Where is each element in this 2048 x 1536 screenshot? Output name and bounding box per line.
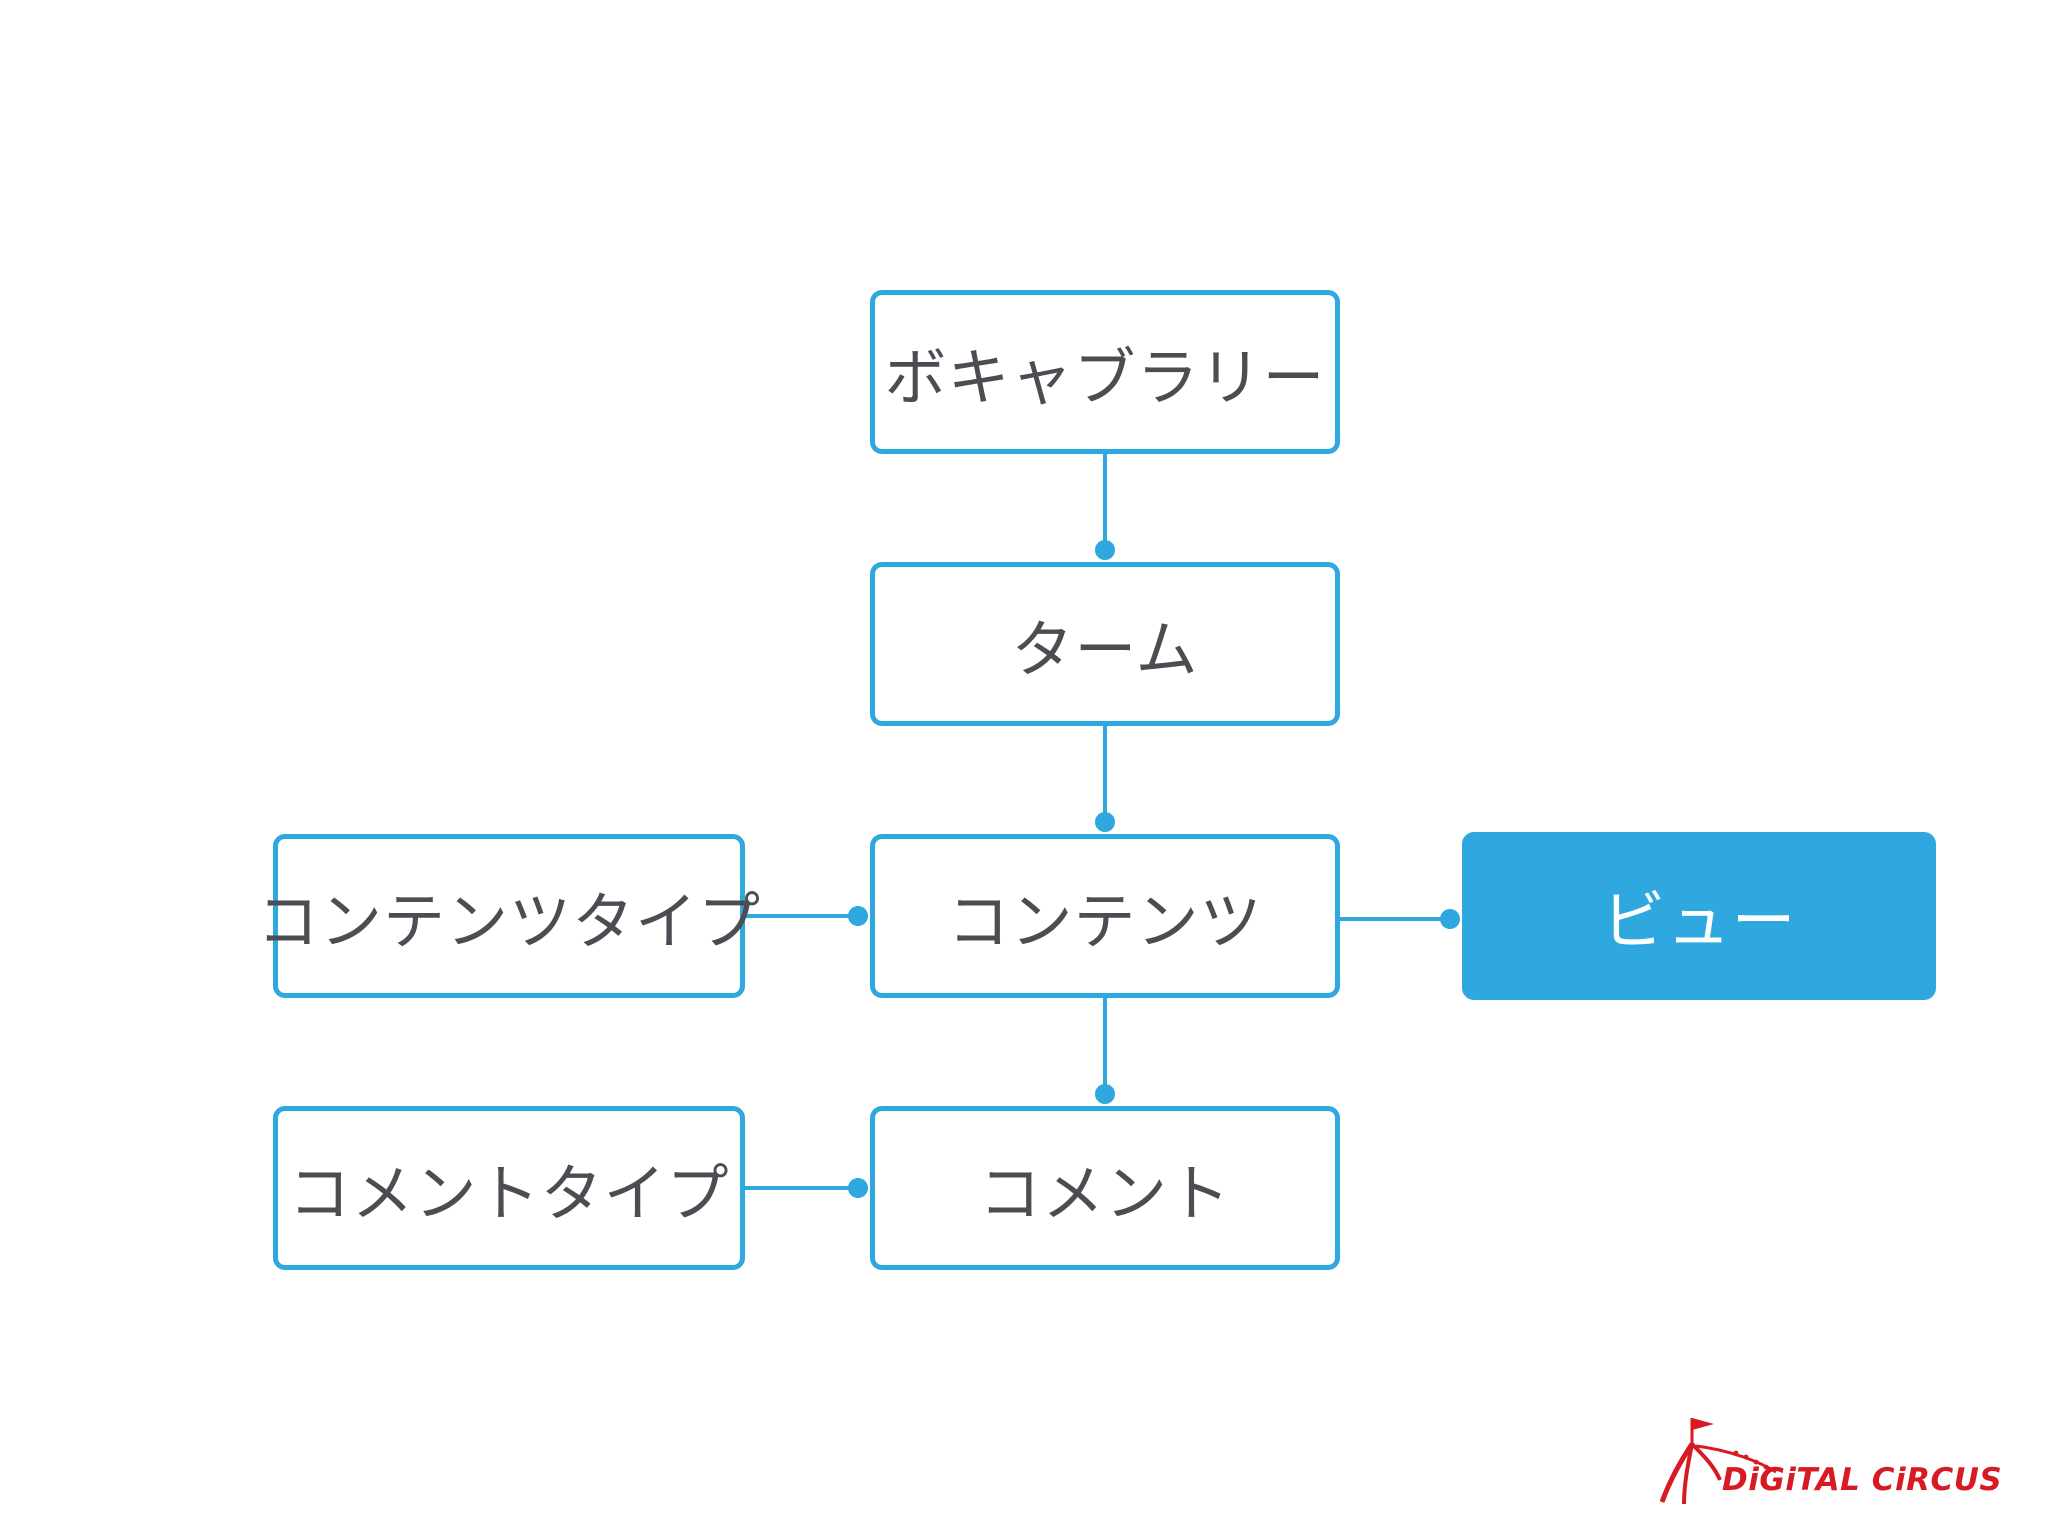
node-view: ビュー	[1462, 832, 1936, 1000]
edge-endpoint-dot	[1095, 812, 1115, 832]
node-comment: コメント	[870, 1106, 1340, 1270]
edge-endpoint-dot	[1095, 540, 1115, 560]
node-comment-type: コメントタイプ	[273, 1106, 745, 1270]
edge-endpoint-dot	[1440, 909, 1460, 929]
node-content-type: コンテンツタイプ	[257, 834, 760, 998]
edge-endpoint-dot	[848, 906, 868, 926]
logo-wordmark: DiGiTAL CiRCUS	[1722, 1462, 2003, 1498]
node-content: コンテンツ	[870, 834, 1340, 998]
edge-endpoint-dot	[848, 1178, 868, 1198]
edge-endpoint-dot	[1095, 1084, 1115, 1104]
digital-circus-logo: DiGiTAL CiRCUS	[1660, 1410, 2020, 1510]
circus-tent-icon	[1660, 1418, 1777, 1505]
node-term: ターム	[870, 562, 1340, 726]
node-vocabulary: ボキャブラリー	[870, 290, 1340, 454]
